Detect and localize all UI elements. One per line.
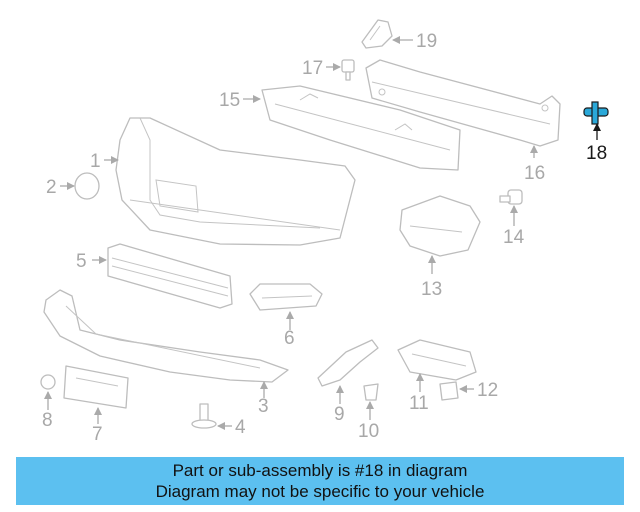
callout-16: 16 [524,163,545,184]
part-11-bracket[interactable] [397,339,477,381]
part-8-nut[interactable] [40,374,56,390]
callout-9: 9 [334,404,345,425]
callout-6: 6 [284,328,295,349]
banner-line-2: Diagram may not be specific to your vehi… [155,482,485,501]
part-12-clip[interactable] [439,381,459,401]
callout-4: 4 [235,417,246,438]
part-13-bracket[interactable] [399,195,481,257]
part-10-clip[interactable] [363,383,379,401]
callout-3: 3 [258,396,269,417]
callout-19: 19 [416,31,437,52]
part-15-energy-absorber[interactable] [261,85,461,171]
parts-diagram: 19 17 15 16 18 1 2 14 13 5 6 3 7 8 4 9 1… [40,19,609,445]
callout-17: 17 [302,58,323,79]
callout-7: 7 [92,424,103,445]
callout-2: 2 [46,177,57,198]
part-3-lower-trim[interactable] [43,289,289,383]
part-17-bolt[interactable] [341,59,355,81]
callout-11: 11 [409,393,429,414]
part-5-grille[interactable] [107,243,233,309]
callout-13: 13 [421,279,442,300]
callout-12: 12 [477,380,498,401]
part-9-bracket[interactable] [317,339,379,387]
part-16-impact-bar[interactable] [365,59,561,147]
callout-18: 18 [586,143,607,164]
part-19-bracket[interactable] [361,19,393,49]
banner-line-1: Part or sub-assembly is #18 in diagram [172,461,468,480]
callout-8: 8 [42,410,53,431]
part-6-fog-grille[interactable] [249,283,323,311]
callout-10: 10 [358,421,379,442]
part-14-clip[interactable] [499,189,523,205]
part-2-tow-cap[interactable] [74,172,100,200]
callout-1: 1 [90,151,101,172]
part-7-plate-bracket[interactable] [63,365,129,409]
callout-5: 5 [76,251,87,272]
callout-15: 15 [219,90,240,111]
part-1-bumper-cover[interactable] [115,117,356,246]
part-18-bolt[interactable] [583,101,609,125]
info-banner: Part or sub-assembly is #18 in diagram D… [16,457,624,505]
callout-14: 14 [503,227,525,248]
part-4-screw[interactable] [191,403,217,429]
